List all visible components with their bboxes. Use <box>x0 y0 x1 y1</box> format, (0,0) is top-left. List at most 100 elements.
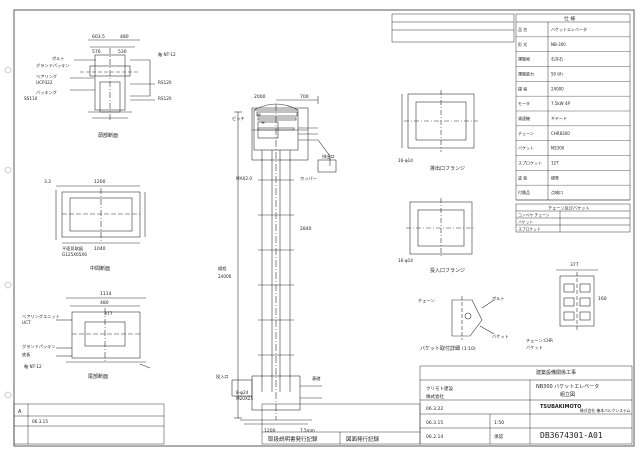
spec-row-key: モータ <box>518 100 530 106</box>
tail-label-bearing: ベアリングユニット <box>22 313 60 320</box>
spec-row-key: 形 式 <box>518 41 527 47</box>
chain-dim-b: 160 <box>598 296 607 302</box>
flange-hole-b: 16-φ14 <box>398 258 413 263</box>
spec-row-key: 塗 装 <box>518 174 527 180</box>
binder-hole <box>4 166 12 174</box>
title-client-b: 株式会社 <box>426 393 444 400</box>
bucket-detail-title: バケット取付詳細 <box>420 345 460 352</box>
head-label-bearing: ベアリング <box>36 73 57 80</box>
mid-dim-b: 1200 <box>94 179 106 185</box>
binder-hole <box>4 281 12 289</box>
footer-manual-record: 取扱説明書発行記録 <box>268 435 318 443</box>
head-label-shaft: 軸 NT-12 <box>158 51 176 58</box>
spec-row-key: 付属品 <box>518 189 530 195</box>
revision-block <box>13 403 165 445</box>
tail-label-gland: グランドパッキン <box>22 343 55 350</box>
small-table-row: バケット <box>518 220 533 225</box>
spec-row-value: ギヤード <box>551 116 567 121</box>
small-table-row: コンベヤ チェーン <box>518 213 550 218</box>
intermediate-section-view <box>55 185 146 244</box>
pitch-box <box>257 113 261 117</box>
mid-dim-a: 3.2 <box>44 179 51 185</box>
sheet-border <box>13 9 635 447</box>
discharge-flange-view <box>401 90 478 152</box>
head-dim-c: 576 <box>92 49 101 55</box>
center-label-hopper: ホッパー <box>300 176 317 181</box>
notes-block <box>391 13 515 43</box>
elevator-elevation-view <box>231 96 337 425</box>
center-label-lift: 揚程 <box>218 265 227 272</box>
head-label-rubber-code: SS110 <box>24 96 38 101</box>
spec-row-value: 標準 <box>551 174 559 180</box>
chain-code: チェーン:CHR <box>526 338 553 344</box>
bucket-label-bucket: バケット <box>492 333 509 339</box>
inlet-flange-view <box>406 198 476 258</box>
tail-dim-c: 377 <box>104 311 113 317</box>
upper-frame-detail <box>251 107 309 161</box>
head-dim-d: 530 <box>118 49 127 55</box>
title-drawing-no: DB3674301-A01 <box>540 431 603 440</box>
title-product: NB300 バケットエレベータ <box>536 383 599 390</box>
issue-record-block <box>261 403 421 445</box>
center-dim-top-b: 700 <box>300 94 309 100</box>
title-client-a: クリモト建設 <box>426 385 453 392</box>
spec-row-value: バケットエレベータ <box>551 26 587 32</box>
chain-dim-a: 377 <box>570 262 579 268</box>
spec-row-value: 24000 <box>551 86 564 91</box>
bucket-detail-view <box>451 296 495 340</box>
center-label-max: MAX2.0 <box>236 176 252 181</box>
mid-dim-c: 1040 <box>94 246 106 252</box>
tail-section-title: 尾部断面 <box>88 373 108 380</box>
title-project: 建築設備関係工事 <box>536 369 576 376</box>
center-label-frame: 24000 <box>218 274 232 279</box>
spec-row-value: NB-300 <box>551 42 566 47</box>
head-dim-b: 480 <box>120 34 129 40</box>
bucket-label-bolt: ボルト <box>492 295 505 301</box>
flange-title-top: 排出口フランジ <box>430 165 465 172</box>
title-block <box>419 365 633 445</box>
tail-label-plate: 底板 <box>22 351 31 358</box>
title-scale: 1:50 <box>494 420 504 426</box>
bucket-code: バケット <box>526 344 543 350</box>
bucket-label-chain: チェーン <box>418 298 435 304</box>
binder-hole <box>4 66 12 74</box>
center-dim-top-a: 2000 <box>254 94 266 100</box>
head-label-s2: RS120 <box>158 96 172 101</box>
spec-table <box>515 13 631 201</box>
bucket-detail-scale: (1:10) <box>462 346 476 352</box>
center-label-pitch: ピッチ <box>232 116 245 121</box>
mid-label-spec: G125X65X6 <box>62 252 87 257</box>
spec-row-key: チェーン <box>518 131 534 136</box>
title-drawing-type: 組立図 <box>560 391 575 398</box>
center-dim-base: 7.5mm <box>300 428 315 433</box>
title-date-c: 06.2.14 <box>426 434 443 440</box>
rev-text: 06.3.15 <box>32 419 48 424</box>
spec-table-title: 仕 様 <box>564 15 575 22</box>
title-date-a: 06.3.22 <box>426 406 443 412</box>
footer-drawing-record: 図面発行記録 <box>346 435 380 443</box>
head-label-bearing-code: UCP322 <box>36 80 53 85</box>
chain-bucket-table <box>515 203 631 233</box>
tail-dim-a: 1114 <box>100 291 112 297</box>
spec-row-value: 50 t/h <box>551 71 563 76</box>
center-label-inlet: 投入口 <box>216 373 229 380</box>
head-label-rubber: バッキング <box>36 89 57 96</box>
flange-title-mid: 投入口フランジ <box>430 267 465 274</box>
center-label-base: 基礎 <box>312 375 321 382</box>
spec-row-key: 減速機 <box>518 115 530 121</box>
head-section-view <box>70 39 155 120</box>
spec-row-key: 運搬能力 <box>518 70 534 76</box>
title-company-sub: 株式会社 椿本バルクシステム <box>580 408 631 413</box>
head-label-bolt: ボルト <box>52 55 65 61</box>
small-table-title: チェーン及びバケット <box>548 205 590 212</box>
rev-mark: A <box>18 409 22 415</box>
spec-row-value: 12T <box>551 160 559 165</box>
spec-row-key: 運搬物 <box>518 56 530 62</box>
tail-label-shaft: 軸 NT-12 <box>24 363 42 370</box>
spec-row-key: スプロケット <box>518 159 542 165</box>
tail-label-code: UCT <box>22 320 31 325</box>
spec-row-value: 点検口 <box>551 189 563 195</box>
mid-label-note: 平面見取図 <box>62 246 83 252</box>
spec-row-value: CHR8300 <box>551 131 570 136</box>
